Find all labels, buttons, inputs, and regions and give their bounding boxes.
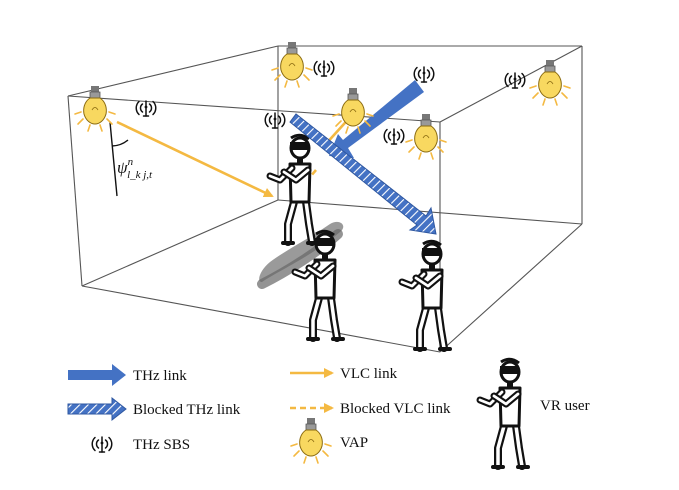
light-bulb-icon [529, 59, 571, 106]
antenna-signal-icon [313, 60, 335, 77]
legend-vr-user-label: VR user [540, 398, 590, 414]
angle-indicator [109, 121, 129, 197]
legend-thz-link-label: THz link [133, 368, 187, 384]
antenna-signal-icon [135, 100, 157, 117]
vr-user-icon [270, 135, 318, 243]
vr-user-icon [402, 241, 450, 349]
antenna-signal-icon [504, 72, 526, 89]
legend-blocked-thz-link-swatch [67, 396, 127, 422]
blocked-vlc-link [292, 169, 317, 198]
light-bulb-icon [290, 417, 332, 464]
blocked-thz-link [289, 113, 437, 235]
legend-thz-link-swatch [68, 364, 126, 386]
vlc-link [116, 120, 274, 198]
thz-link [329, 80, 424, 158]
legend: THz link Blocked THz link THz SBS VLC li… [67, 359, 590, 467]
legend-vap-label: VAP [340, 435, 368, 451]
antenna-signal-icon [383, 128, 405, 145]
legend-thz-sbs-label: THz SBS [133, 437, 190, 453]
vr-user-icon [480, 359, 528, 467]
legend-blocked-thz-link-label: Blocked THz link [133, 402, 241, 418]
legend-blocked-vlc-link-label: Blocked VLC link [340, 401, 451, 417]
antenna-signal-icon [413, 66, 435, 83]
antenna-signal-icon [91, 436, 113, 453]
room-box [67, 45, 583, 353]
antenna-signal-icon [264, 112, 286, 129]
legend-vlc-link-label: VLC link [340, 366, 398, 382]
